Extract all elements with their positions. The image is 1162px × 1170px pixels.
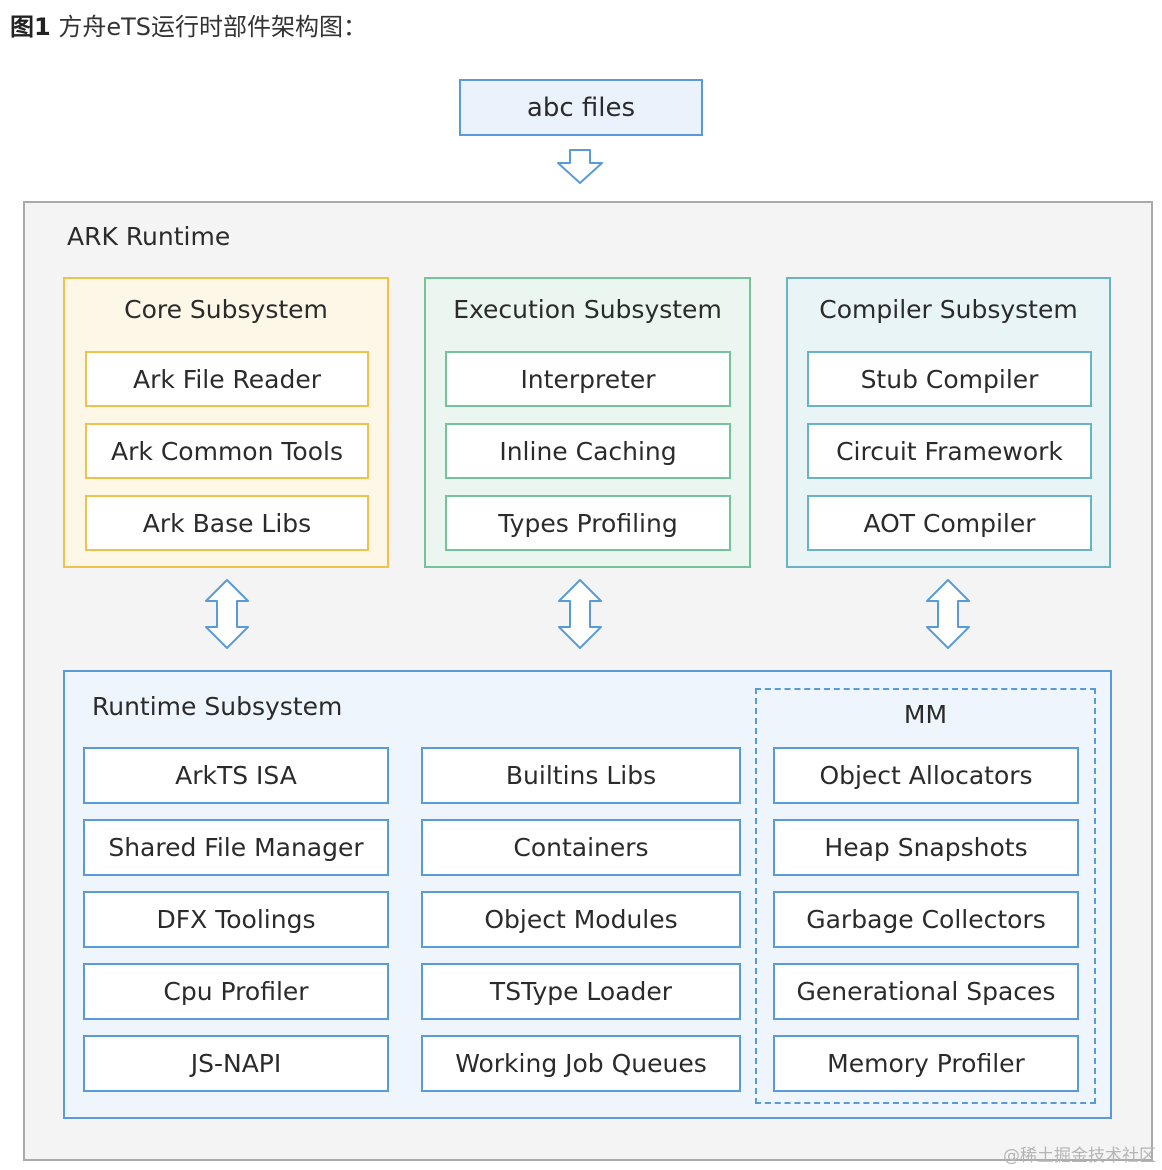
runtime-item: DFX Toolings	[83, 891, 389, 948]
execution-item: Inline Caching	[445, 423, 731, 479]
bidirectional-arrow-icon	[558, 579, 602, 649]
runtime-item: Builtins Libs	[421, 747, 741, 804]
runtime-item: ArkTS ISA	[83, 747, 389, 804]
mm-item: Object Allocators	[773, 747, 1079, 804]
execution-subsystem-title: Execution Subsystem	[453, 295, 722, 324]
figure-caption: 图1 方舟eTS运行时部件架构图：	[10, 10, 367, 44]
runtime-item: Object Modules	[421, 891, 741, 948]
core-subsystem-title: Core Subsystem	[124, 295, 328, 324]
down-arrow-icon	[557, 149, 603, 184]
runtime-item: Shared File Manager	[83, 819, 389, 876]
execution-subsystem: Execution Subsystem Interpreter Inline C…	[424, 277, 751, 568]
mm-item: Memory Profiler	[773, 1035, 1079, 1092]
watermark: @稀土掘金技术社区	[1003, 1146, 1156, 1166]
core-item: Ark Common Tools	[85, 423, 369, 479]
compiler-subsystem-title: Compiler Subsystem	[819, 295, 1078, 324]
figure-number: 图1	[10, 13, 51, 41]
ark-runtime-title: ARK Runtime	[67, 222, 231, 251]
core-subsystem: Core Subsystem Ark File Reader Ark Commo…	[63, 277, 389, 568]
mm-item: Generational Spaces	[773, 963, 1079, 1020]
mm-item: Heap Snapshots	[773, 819, 1079, 876]
runtime-item: Containers	[421, 819, 741, 876]
mm-title: MM	[903, 700, 948, 729]
compiler-subsystem: Compiler Subsystem Stub Compiler Circuit…	[786, 277, 1111, 568]
runtime-item: TSType Loader	[421, 963, 741, 1020]
runtime-item: Working Job Queues	[421, 1035, 741, 1092]
compiler-item: Stub Compiler	[807, 351, 1092, 407]
mm-group	[755, 688, 1096, 1104]
core-item: Ark File Reader	[85, 351, 369, 407]
figure-title: 方舟eTS运行时部件架构图：	[58, 13, 368, 41]
execution-item: Types Profiling	[445, 495, 731, 551]
bidirectional-arrow-icon	[926, 579, 970, 649]
runtime-item: JS-NAPI	[83, 1035, 389, 1092]
execution-item: Interpreter	[445, 351, 731, 407]
mm-item: Garbage Collectors	[773, 891, 1079, 948]
runtime-item: Cpu Profiler	[83, 963, 389, 1020]
abc-files-box: abc files	[459, 79, 703, 136]
runtime-subsystem-title: Runtime Subsystem	[92, 692, 343, 721]
core-item: Ark Base Libs	[85, 495, 369, 551]
compiler-item: Circuit Framework	[807, 423, 1092, 479]
compiler-item: AOT Compiler	[807, 495, 1092, 551]
bidirectional-arrow-icon	[205, 579, 249, 649]
